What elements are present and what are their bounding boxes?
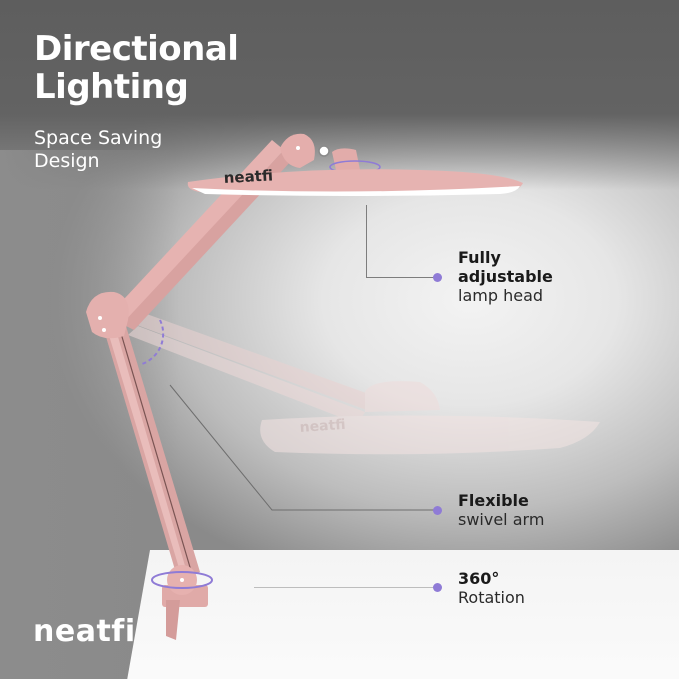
lamp-head-logo: neatfi [223, 166, 273, 187]
callout-swivel-arm: Flexible swivel arm [458, 491, 544, 529]
lamp-head: neatfi [187, 133, 523, 196]
lower-arm [104, 326, 200, 580]
callout-3-light: Rotation [458, 588, 525, 607]
callout-2-light: swivel arm [458, 510, 545, 529]
subtitle-line-2: Design [34, 150, 100, 172]
title-line-1: Directional [34, 29, 239, 69]
ghost-lamp-position: neatfi [118, 308, 600, 455]
callout-dot-3 [433, 583, 442, 592]
callout-dot-2 [433, 506, 442, 515]
callout-1-bold-1: Fully [458, 248, 501, 267]
subtitle-line-1: Space Saving [34, 127, 163, 149]
callout-connector-1 [366, 205, 367, 277]
brand-logo: neatfi [33, 614, 136, 649]
callout-2-bold: Flexible [458, 491, 529, 510]
headline-subtitle: Space Saving Design [34, 127, 162, 173]
callout-1-bold-2: adjustable [458, 267, 553, 286]
callout-1-light: lamp head [458, 286, 544, 305]
headline-title: Directional Lighting [34, 29, 239, 107]
callout-rotation: 360° Rotation [458, 569, 525, 607]
callout-dot-1 [433, 273, 442, 282]
title-line-2: Lighting [34, 67, 189, 107]
callout-connector-1 [366, 277, 434, 278]
callout-adjustable-head: Fully adjustable lamp head [458, 248, 553, 305]
rotation-360-icon [151, 571, 213, 589]
callout-3-bold: 360° [458, 569, 500, 588]
elbow-joint [86, 291, 165, 365]
ghost-head-logo: neatfi [299, 417, 346, 436]
base-clamp [151, 565, 213, 640]
callout-connector-3 [254, 587, 434, 588]
